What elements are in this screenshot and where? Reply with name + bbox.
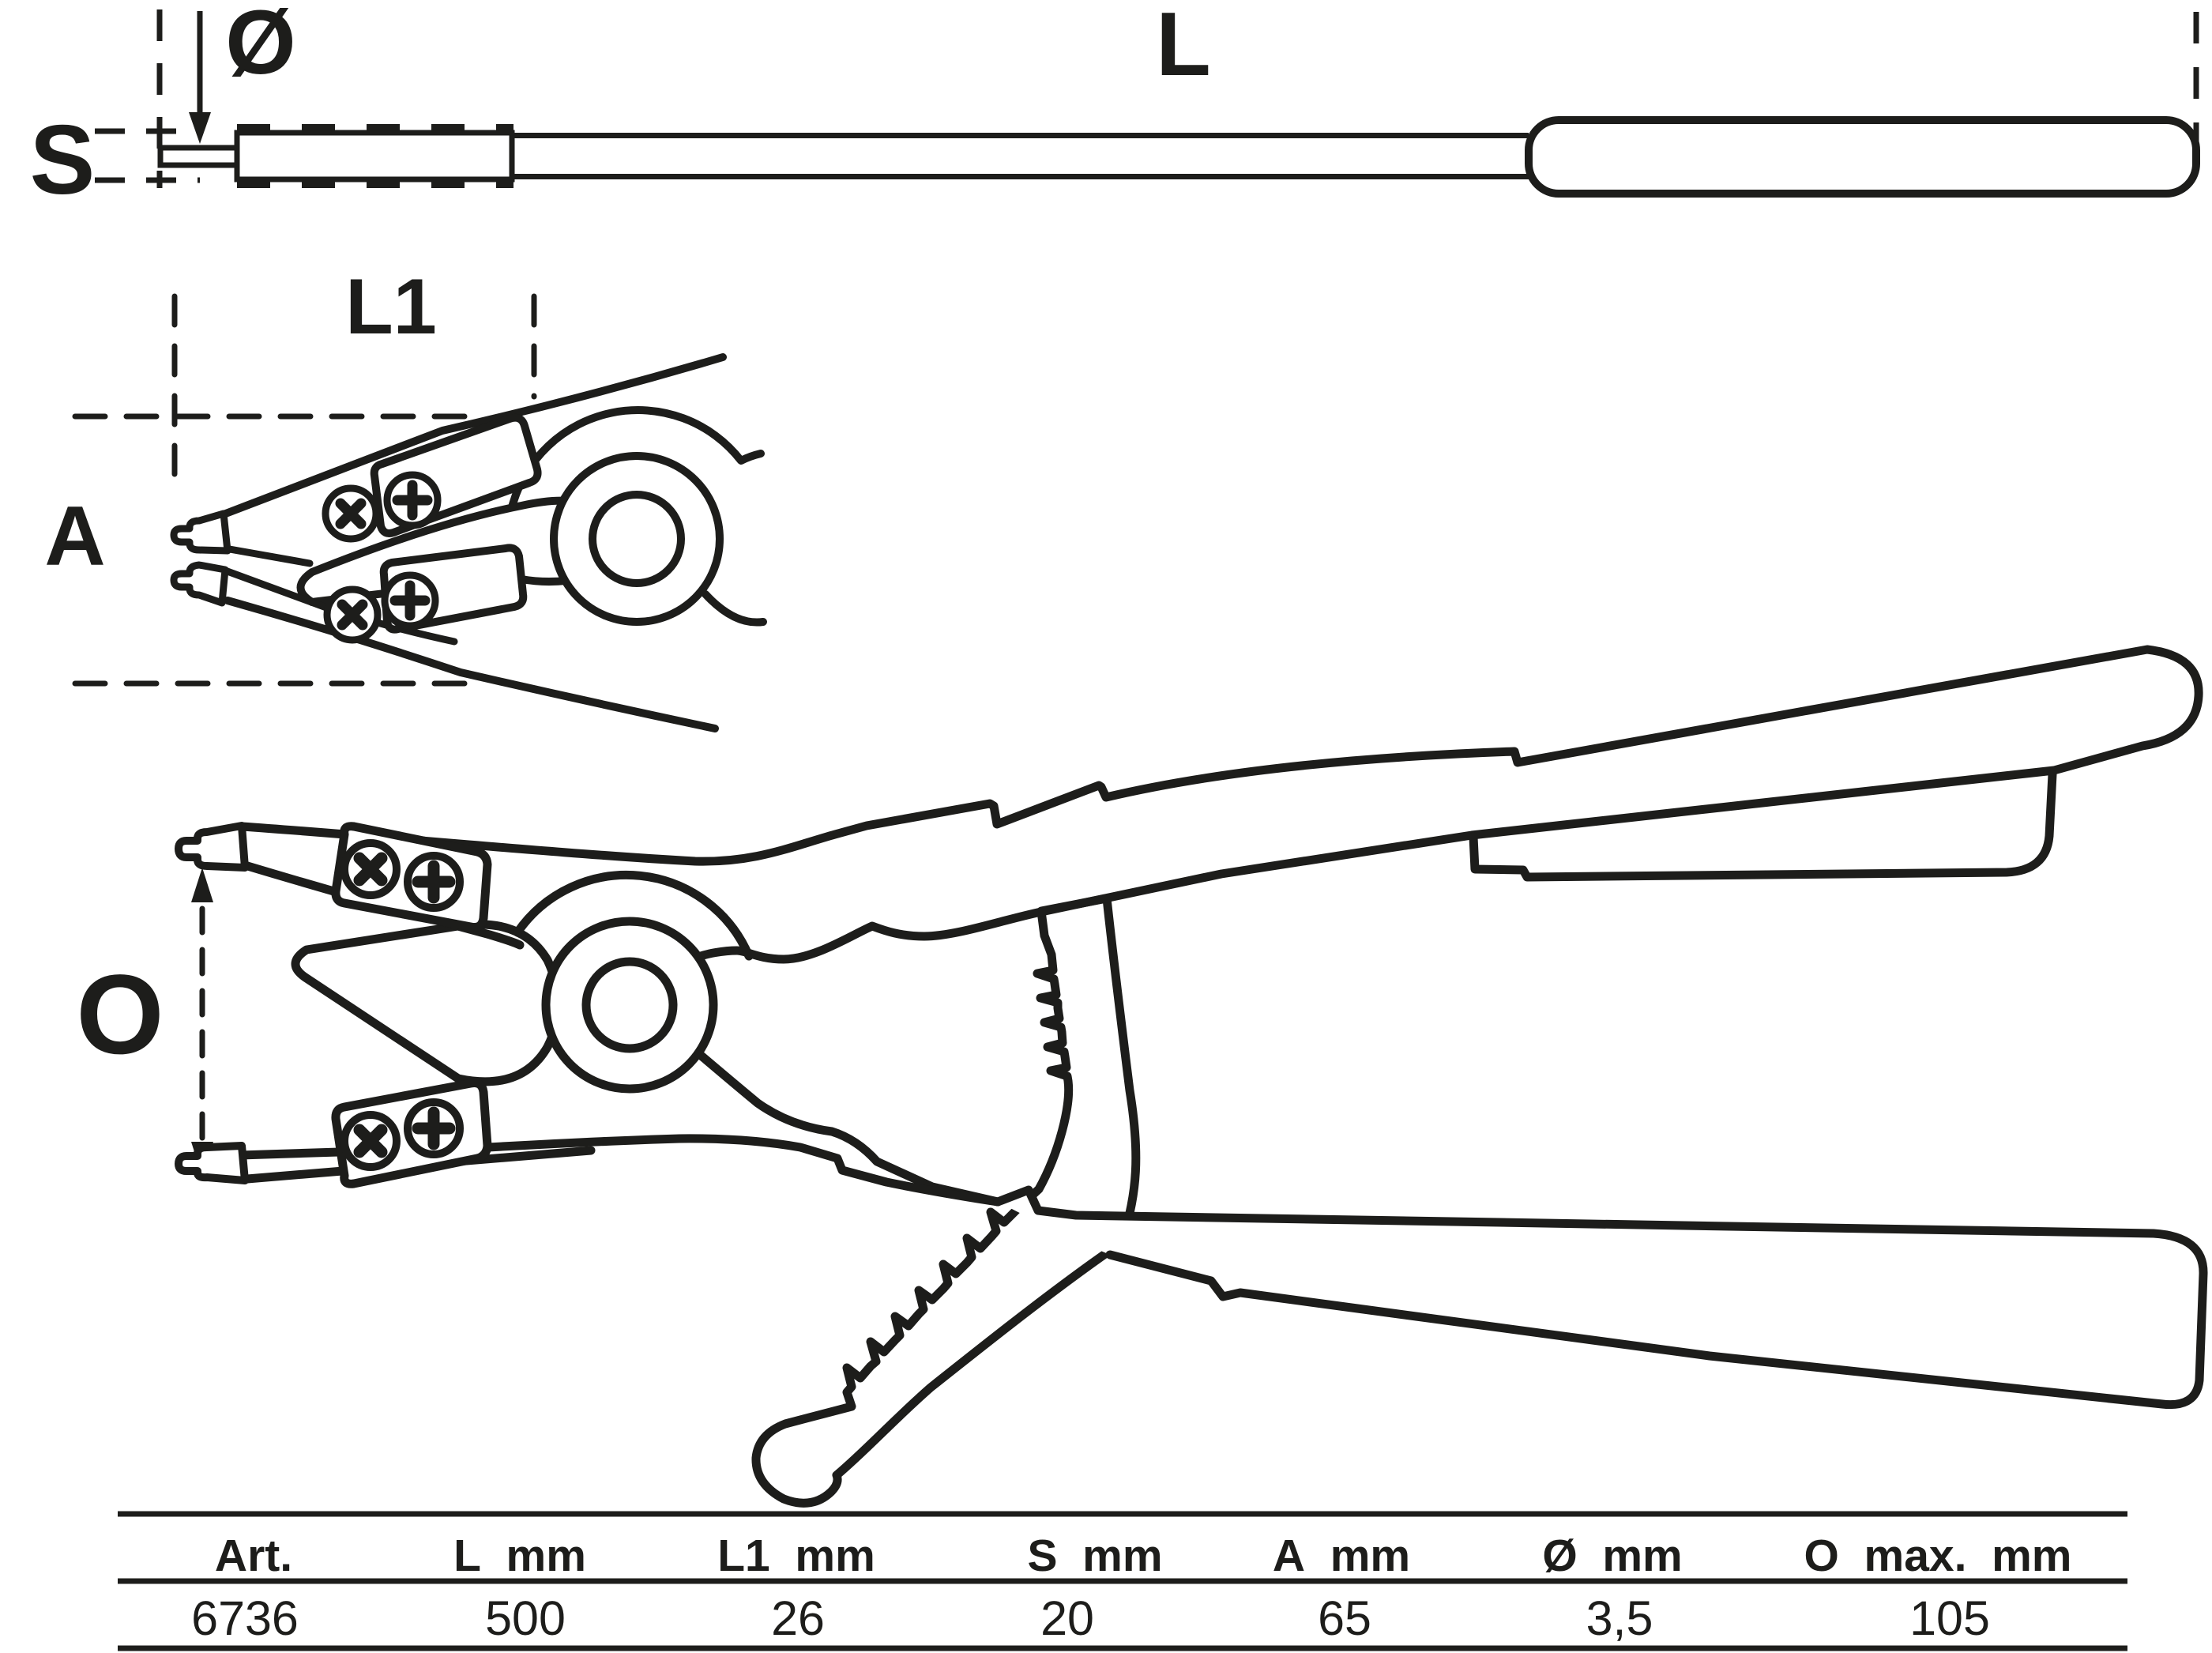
svg-text:L mm: L mm [453, 1531, 586, 1581]
svg-text:A: A [44, 488, 105, 583]
svg-text:L1: L1 [345, 262, 437, 350]
svg-text:O: O [76, 952, 164, 1078]
svg-text:65: 65 [1318, 1591, 1371, 1645]
svg-text:L: L [1156, 0, 1211, 95]
svg-text:A mm: A mm [1273, 1531, 1410, 1581]
svg-text:S mm: S mm [1027, 1531, 1162, 1581]
svg-text:3,5: 3,5 [1586, 1591, 1653, 1645]
svg-text:26: 26 [771, 1591, 825, 1645]
svg-text:L1 mm: L1 mm [717, 1531, 875, 1581]
svg-text:Art.: Art. [215, 1531, 292, 1581]
svg-text:6736: 6736 [191, 1591, 299, 1645]
svg-text:Ø mm: Ø mm [1542, 1531, 1682, 1581]
svg-text:20: 20 [1040, 1591, 1094, 1645]
svg-text:S: S [30, 106, 96, 215]
svg-text:105: 105 [1909, 1591, 1990, 1645]
svg-text:O max. mm: O max. mm [1804, 1531, 2072, 1581]
svg-text:Ø: Ø [225, 0, 295, 93]
svg-text:500: 500 [485, 1591, 566, 1645]
